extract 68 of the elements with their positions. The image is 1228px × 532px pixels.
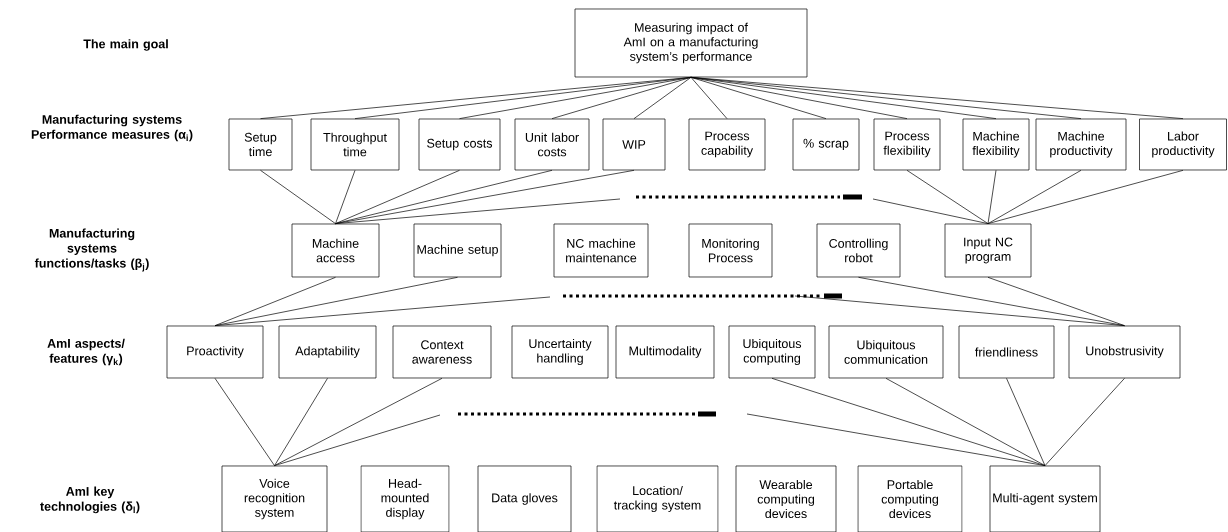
box: Setup time bbox=[228, 118, 293, 171]
box: Labor productivity bbox=[1139, 118, 1227, 171]
box: Process capability bbox=[688, 118, 766, 171]
level-label: The main goal bbox=[83, 39, 168, 51]
box: NC machine maintenance bbox=[553, 223, 649, 278]
box: Ubiquitous communication bbox=[828, 325, 944, 379]
connector-line bbox=[987, 170, 997, 224]
connector-line bbox=[885, 378, 1046, 466]
connector-line bbox=[335, 170, 635, 224]
connector-line bbox=[633, 77, 692, 119]
connector-line bbox=[335, 170, 553, 224]
box: Process flexibility bbox=[873, 118, 941, 171]
connector-line bbox=[1006, 378, 1046, 466]
connector-line bbox=[335, 170, 460, 224]
box: Machine flexibility bbox=[962, 118, 1030, 171]
box: Head-mounted display bbox=[360, 465, 450, 532]
box: Multimodality bbox=[615, 325, 715, 379]
box: Unobstrusivity bbox=[1068, 325, 1181, 379]
box: Measuring impact of AmI on a manufacturing system’s performance bbox=[574, 8, 808, 78]
box: Adaptability bbox=[278, 325, 377, 379]
connector-line bbox=[214, 378, 275, 466]
connector-line bbox=[872, 198, 989, 224]
connector-line bbox=[987, 170, 1082, 224]
connector-line bbox=[906, 170, 989, 224]
connector-line bbox=[335, 170, 356, 224]
box: Machine productivity bbox=[1035, 118, 1127, 171]
box: Controlling robot bbox=[816, 223, 901, 278]
connector-line bbox=[274, 378, 328, 466]
connector-line bbox=[214, 277, 458, 326]
box: Context awareness bbox=[392, 325, 492, 379]
box: Data gloves bbox=[477, 465, 572, 532]
box: Voice recognition system bbox=[221, 465, 328, 532]
connector-line bbox=[214, 277, 336, 326]
connector-line bbox=[274, 378, 443, 466]
box: Monitoring Process bbox=[688, 223, 773, 278]
box: Input NC program bbox=[944, 223, 1032, 278]
level-label: AmI key technologies (δ$_{l}$) bbox=[40, 486, 140, 514]
connector-line bbox=[746, 413, 1046, 466]
box: Uncertainty handling bbox=[511, 325, 609, 379]
connector-line bbox=[335, 198, 621, 224]
connector-line bbox=[214, 296, 551, 326]
connector-line bbox=[260, 170, 336, 224]
connector-line bbox=[987, 277, 1125, 326]
connector-line bbox=[1044, 378, 1125, 466]
box: Wearable computing devices bbox=[735, 465, 837, 532]
box: Unit labor costs bbox=[514, 118, 590, 171]
box: % scrap bbox=[792, 118, 860, 171]
level-label: Manufacturing systems functions/tasks (β$_{j}$) bbox=[34, 228, 149, 272]
connector-line bbox=[690, 77, 827, 119]
box: friendliness bbox=[958, 325, 1055, 379]
connector-line bbox=[794, 295, 1125, 326]
level-label: Manufacturing systems Performance measures (α$_{i}$) bbox=[31, 114, 193, 142]
box: Machine access bbox=[291, 223, 380, 278]
box: Machine setup bbox=[413, 223, 502, 278]
box: Portable computing devices bbox=[857, 465, 963, 532]
connector-line bbox=[690, 77, 1184, 119]
level-label: AmI aspects/ features (γ$_{k}$) bbox=[47, 338, 125, 366]
box: Location/ tracking system bbox=[596, 465, 719, 532]
box: Throughput time bbox=[310, 118, 400, 171]
box: Proactivity bbox=[166, 325, 264, 379]
connector-line bbox=[690, 77, 728, 119]
box: Ubiquitous computing bbox=[728, 325, 816, 379]
box: Setup costs bbox=[418, 118, 501, 171]
connector-line bbox=[987, 170, 1184, 224]
box: WIP bbox=[602, 118, 666, 171]
box: Multi-agent system bbox=[989, 465, 1101, 532]
connector-line bbox=[551, 77, 692, 119]
connector-line bbox=[274, 414, 441, 466]
